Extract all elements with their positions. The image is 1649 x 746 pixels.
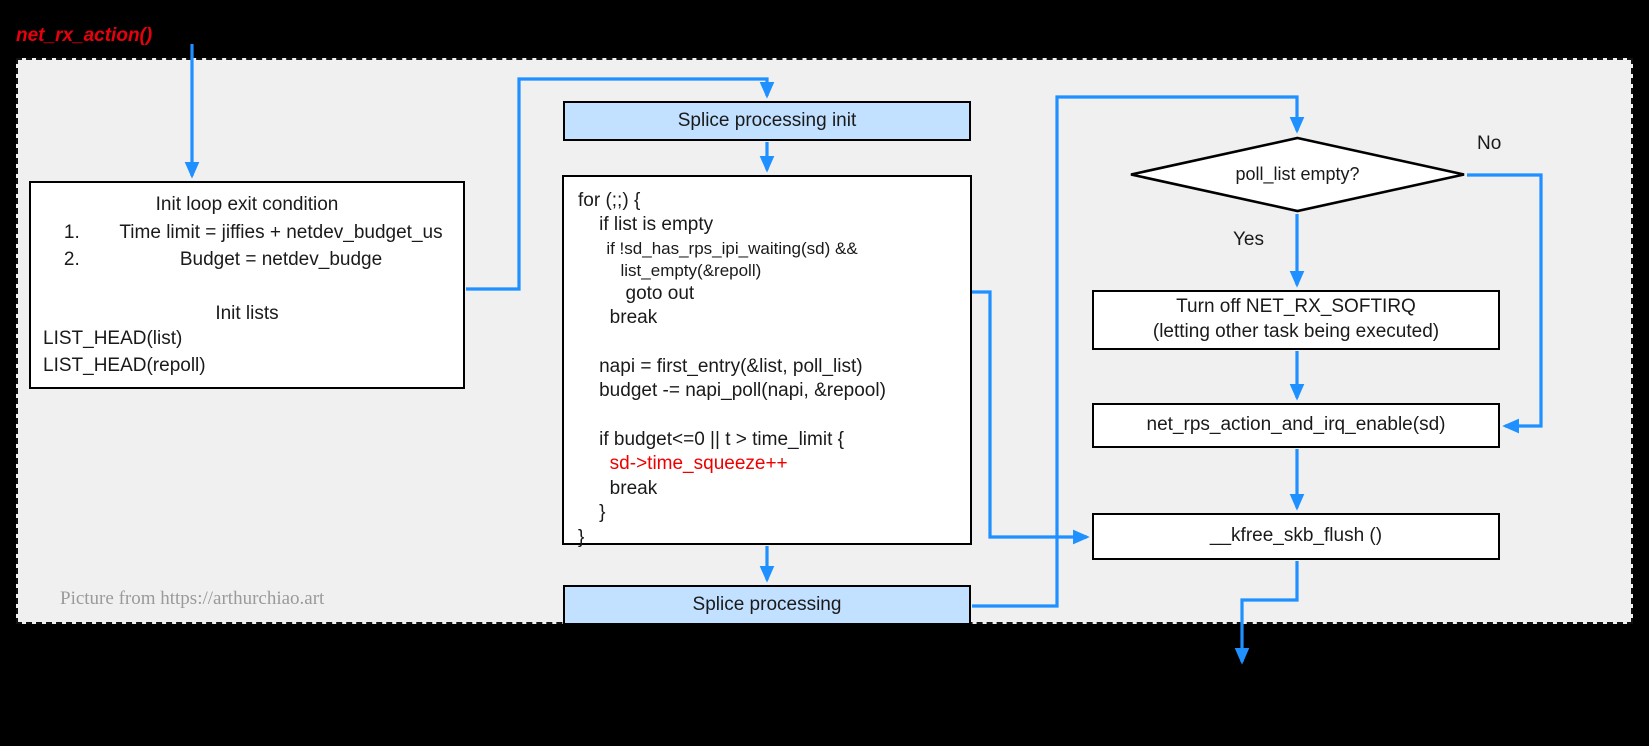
node-net-rps-action-and-irq-enable[interactable]: net_rps_action_and_irq_enable(sd) [1092, 403, 1500, 448]
init-list-head-line: LIST_HEAD(list) [43, 328, 183, 350]
code-line: } [578, 502, 606, 524]
node-label: Splice processing [692, 593, 842, 615]
node-label-line2: (letting other task being executed) [1152, 321, 1440, 342]
node-poll-loop-code[interactable]: for (;;) { if list is empty if !sd_has_r… [562, 175, 972, 548]
edge-label-no: No [1477, 133, 1502, 154]
diamond-label: poll_list empty? [1235, 164, 1360, 184]
node-label: net_rps_action_and_irq_enable(sd) [1146, 414, 1446, 436]
init-item-list: Time limit = jiffies + netdev_budget_us … [31, 220, 463, 274]
code-line: budget -= napi_poll(napi, &repool) [578, 380, 886, 402]
node-kfree-skb-flush[interactable]: __kfree_skb_flush () [1092, 513, 1500, 560]
watermark-attribution: Picture from https://arthurchiao.art [60, 588, 325, 609]
init-subtitle: Init lists [215, 302, 279, 324]
code-line: list_empty(&repoll) [578, 260, 762, 280]
code-line: if budget<=0 || t > time_limit { [578, 428, 844, 450]
node-label: Splice processing init [677, 109, 857, 131]
init-item: Time limit = jiffies + netdev_budget_us [85, 220, 463, 247]
node-label: __kfree_skb_flush () [1209, 525, 1383, 547]
code-line: if list is empty [578, 214, 714, 236]
code-line [578, 330, 970, 354]
code-line: } [578, 526, 585, 548]
code-line: break [578, 477, 658, 499]
diamond-shape [1130, 136, 1465, 213]
init-item: Budget = netdev_budge [85, 247, 463, 274]
code-line: if !sd_has_rps_ipi_waiting(sd) && [578, 238, 858, 258]
code-line [578, 404, 970, 428]
code-line: for (;;) { [578, 190, 641, 211]
init-list-head-line: LIST_HEAD(repoll) [43, 355, 206, 377]
edge-label-yes: Yes [1233, 229, 1264, 250]
code-line: goto out [578, 282, 695, 304]
node-splice-processing-init[interactable]: Splice processing init [563, 101, 971, 141]
node-label-line1: Turn off NET_RX_SOFTIRQ [1176, 296, 1416, 318]
node-turn-off-net-rx-softirq[interactable]: Turn off NET_RX_SOFTIRQ (letting other t… [1092, 290, 1500, 350]
entry-point-label: net_rx_action() [16, 25, 153, 46]
code-line-highlighted: sd->time_squeeze++ [578, 453, 788, 475]
node-init-loop-exit-condition[interactable]: Init loop exit condition Time limit = ji… [29, 181, 465, 389]
init-title: Init loop exit condition [155, 194, 339, 215]
node-splice-processing[interactable]: Splice processing [563, 585, 971, 625]
node-poll-list-empty-decision[interactable]: poll_list empty? [1129, 136, 1466, 213]
code-line: break [578, 306, 658, 328]
code-line: napi = first_entry(&list, poll_list) [578, 355, 863, 377]
